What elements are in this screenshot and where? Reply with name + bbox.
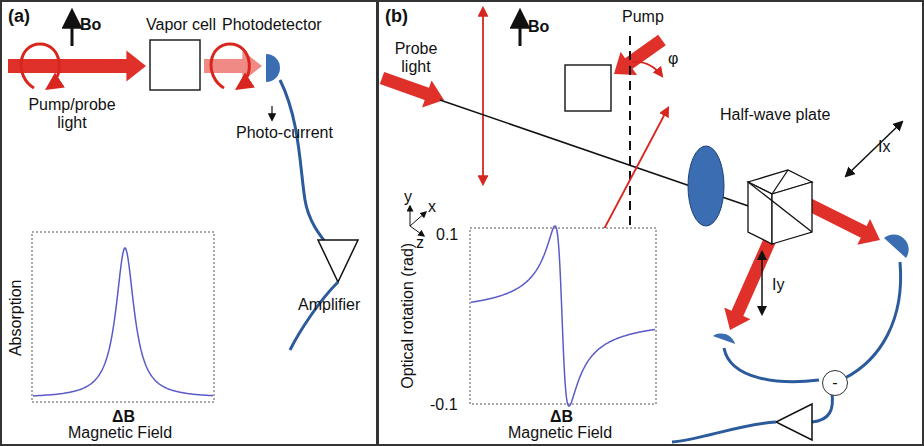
circular-polarization bbox=[211, 44, 249, 88]
panel-title: (b) bbox=[385, 6, 408, 27]
axis-label: Magnetic Field bbox=[508, 424, 612, 442]
tick-label: 0.1 bbox=[436, 226, 458, 244]
rotation-curve bbox=[471, 226, 655, 406]
beam-label: Pump/probe light bbox=[22, 96, 122, 131]
subtractor: - bbox=[822, 370, 848, 396]
amplifier bbox=[318, 240, 358, 282]
axis-label: z bbox=[416, 234, 424, 252]
axis bbox=[410, 206, 411, 226]
axis-label: y bbox=[404, 188, 412, 206]
beam-label: Pump bbox=[622, 8, 664, 26]
field-label: Bo bbox=[528, 18, 549, 36]
polarization-arrow bbox=[482, 8, 484, 184]
half-wave-plate bbox=[688, 146, 724, 226]
probe-beam-arrow bbox=[380, 72, 444, 108]
amplifier bbox=[776, 404, 812, 440]
component-label: Half-wave plate bbox=[720, 106, 830, 124]
panel: (a) bbox=[0, 0, 378, 446]
intensity-arrow bbox=[846, 122, 902, 176]
pump-probe-beam bbox=[8, 51, 146, 82]
photodetector bbox=[884, 234, 909, 258]
pump-beam bbox=[614, 35, 666, 75]
tick-label: -0.1 bbox=[430, 396, 458, 414]
wire bbox=[290, 282, 338, 350]
axis bbox=[410, 212, 426, 226]
plot-frame bbox=[32, 232, 214, 402]
axis-label: ΔB bbox=[112, 408, 135, 426]
axis-label: Magnetic Field bbox=[68, 424, 172, 442]
field-label: Bo bbox=[80, 16, 101, 34]
component-label: Photodetector bbox=[222, 16, 322, 34]
current-arrow bbox=[271, 106, 272, 120]
axis-label: Absorption bbox=[7, 280, 25, 357]
angle-arc bbox=[632, 62, 662, 76]
absorption-curve bbox=[33, 248, 213, 396]
field-arrow bbox=[519, 12, 522, 46]
photodetector bbox=[713, 330, 738, 344]
angle-label: φ bbox=[668, 50, 678, 68]
beam-label: Probe light bbox=[386, 40, 446, 75]
rotated-polarization bbox=[594, 108, 668, 248]
field-arrow bbox=[71, 12, 74, 46]
wire bbox=[812, 393, 832, 422]
signal-label: Photo-current bbox=[236, 124, 333, 142]
reference-line bbox=[629, 36, 631, 250]
intensity-arrow bbox=[761, 252, 763, 314]
vapor-cell bbox=[565, 65, 611, 111]
axis-label: ΔB bbox=[550, 408, 573, 426]
wire bbox=[280, 80, 340, 262]
panel: (b) - bbox=[377, 0, 924, 446]
plot-frame bbox=[470, 228, 656, 404]
photodetector bbox=[266, 54, 280, 82]
circular-polarization bbox=[21, 44, 59, 88]
component-label: Amplifier bbox=[298, 296, 360, 314]
panel-title: (a) bbox=[8, 6, 30, 27]
wire bbox=[672, 422, 776, 442]
axis-label: x bbox=[428, 198, 436, 216]
signal-label: Ix bbox=[878, 138, 890, 156]
wire bbox=[845, 262, 901, 378]
axis-label: Optical rotation (rad) bbox=[399, 241, 417, 391]
vapor-cell bbox=[150, 40, 200, 90]
signal-label: Iy bbox=[772, 276, 784, 294]
output-beam bbox=[724, 237, 776, 330]
component-label: Vapor cell bbox=[146, 16, 216, 34]
beam-splitter bbox=[748, 170, 812, 244]
operator-sign: - bbox=[832, 375, 837, 391]
wire bbox=[724, 348, 819, 382]
